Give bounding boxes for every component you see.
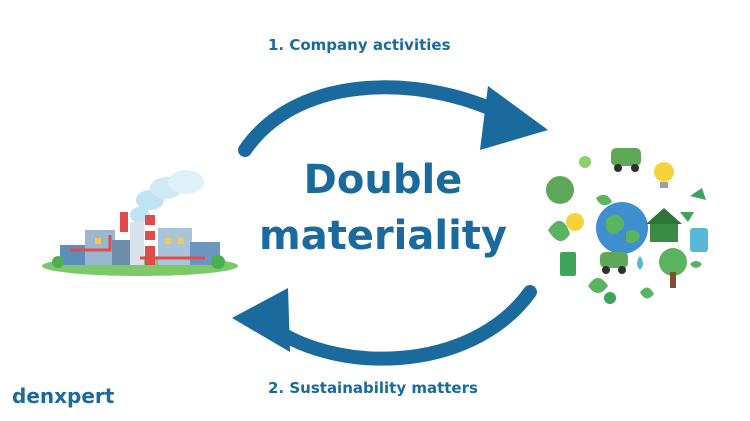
brand-logo: denxpert [12, 384, 115, 408]
top-arrow-icon [238, 80, 548, 157]
title-line-1: Double [303, 157, 463, 203]
title-line-2: materiality [259, 213, 507, 259]
factory-illustration [42, 170, 238, 276]
eco-icons-cluster [546, 148, 708, 304]
company-activities-label: 1. Company activities [268, 36, 451, 54]
bottom-arrow-icon [232, 285, 537, 366]
sustainability-matters-label: 2. Sustainability matters [268, 379, 478, 397]
double-materiality-title: Double materiality [258, 152, 508, 264]
